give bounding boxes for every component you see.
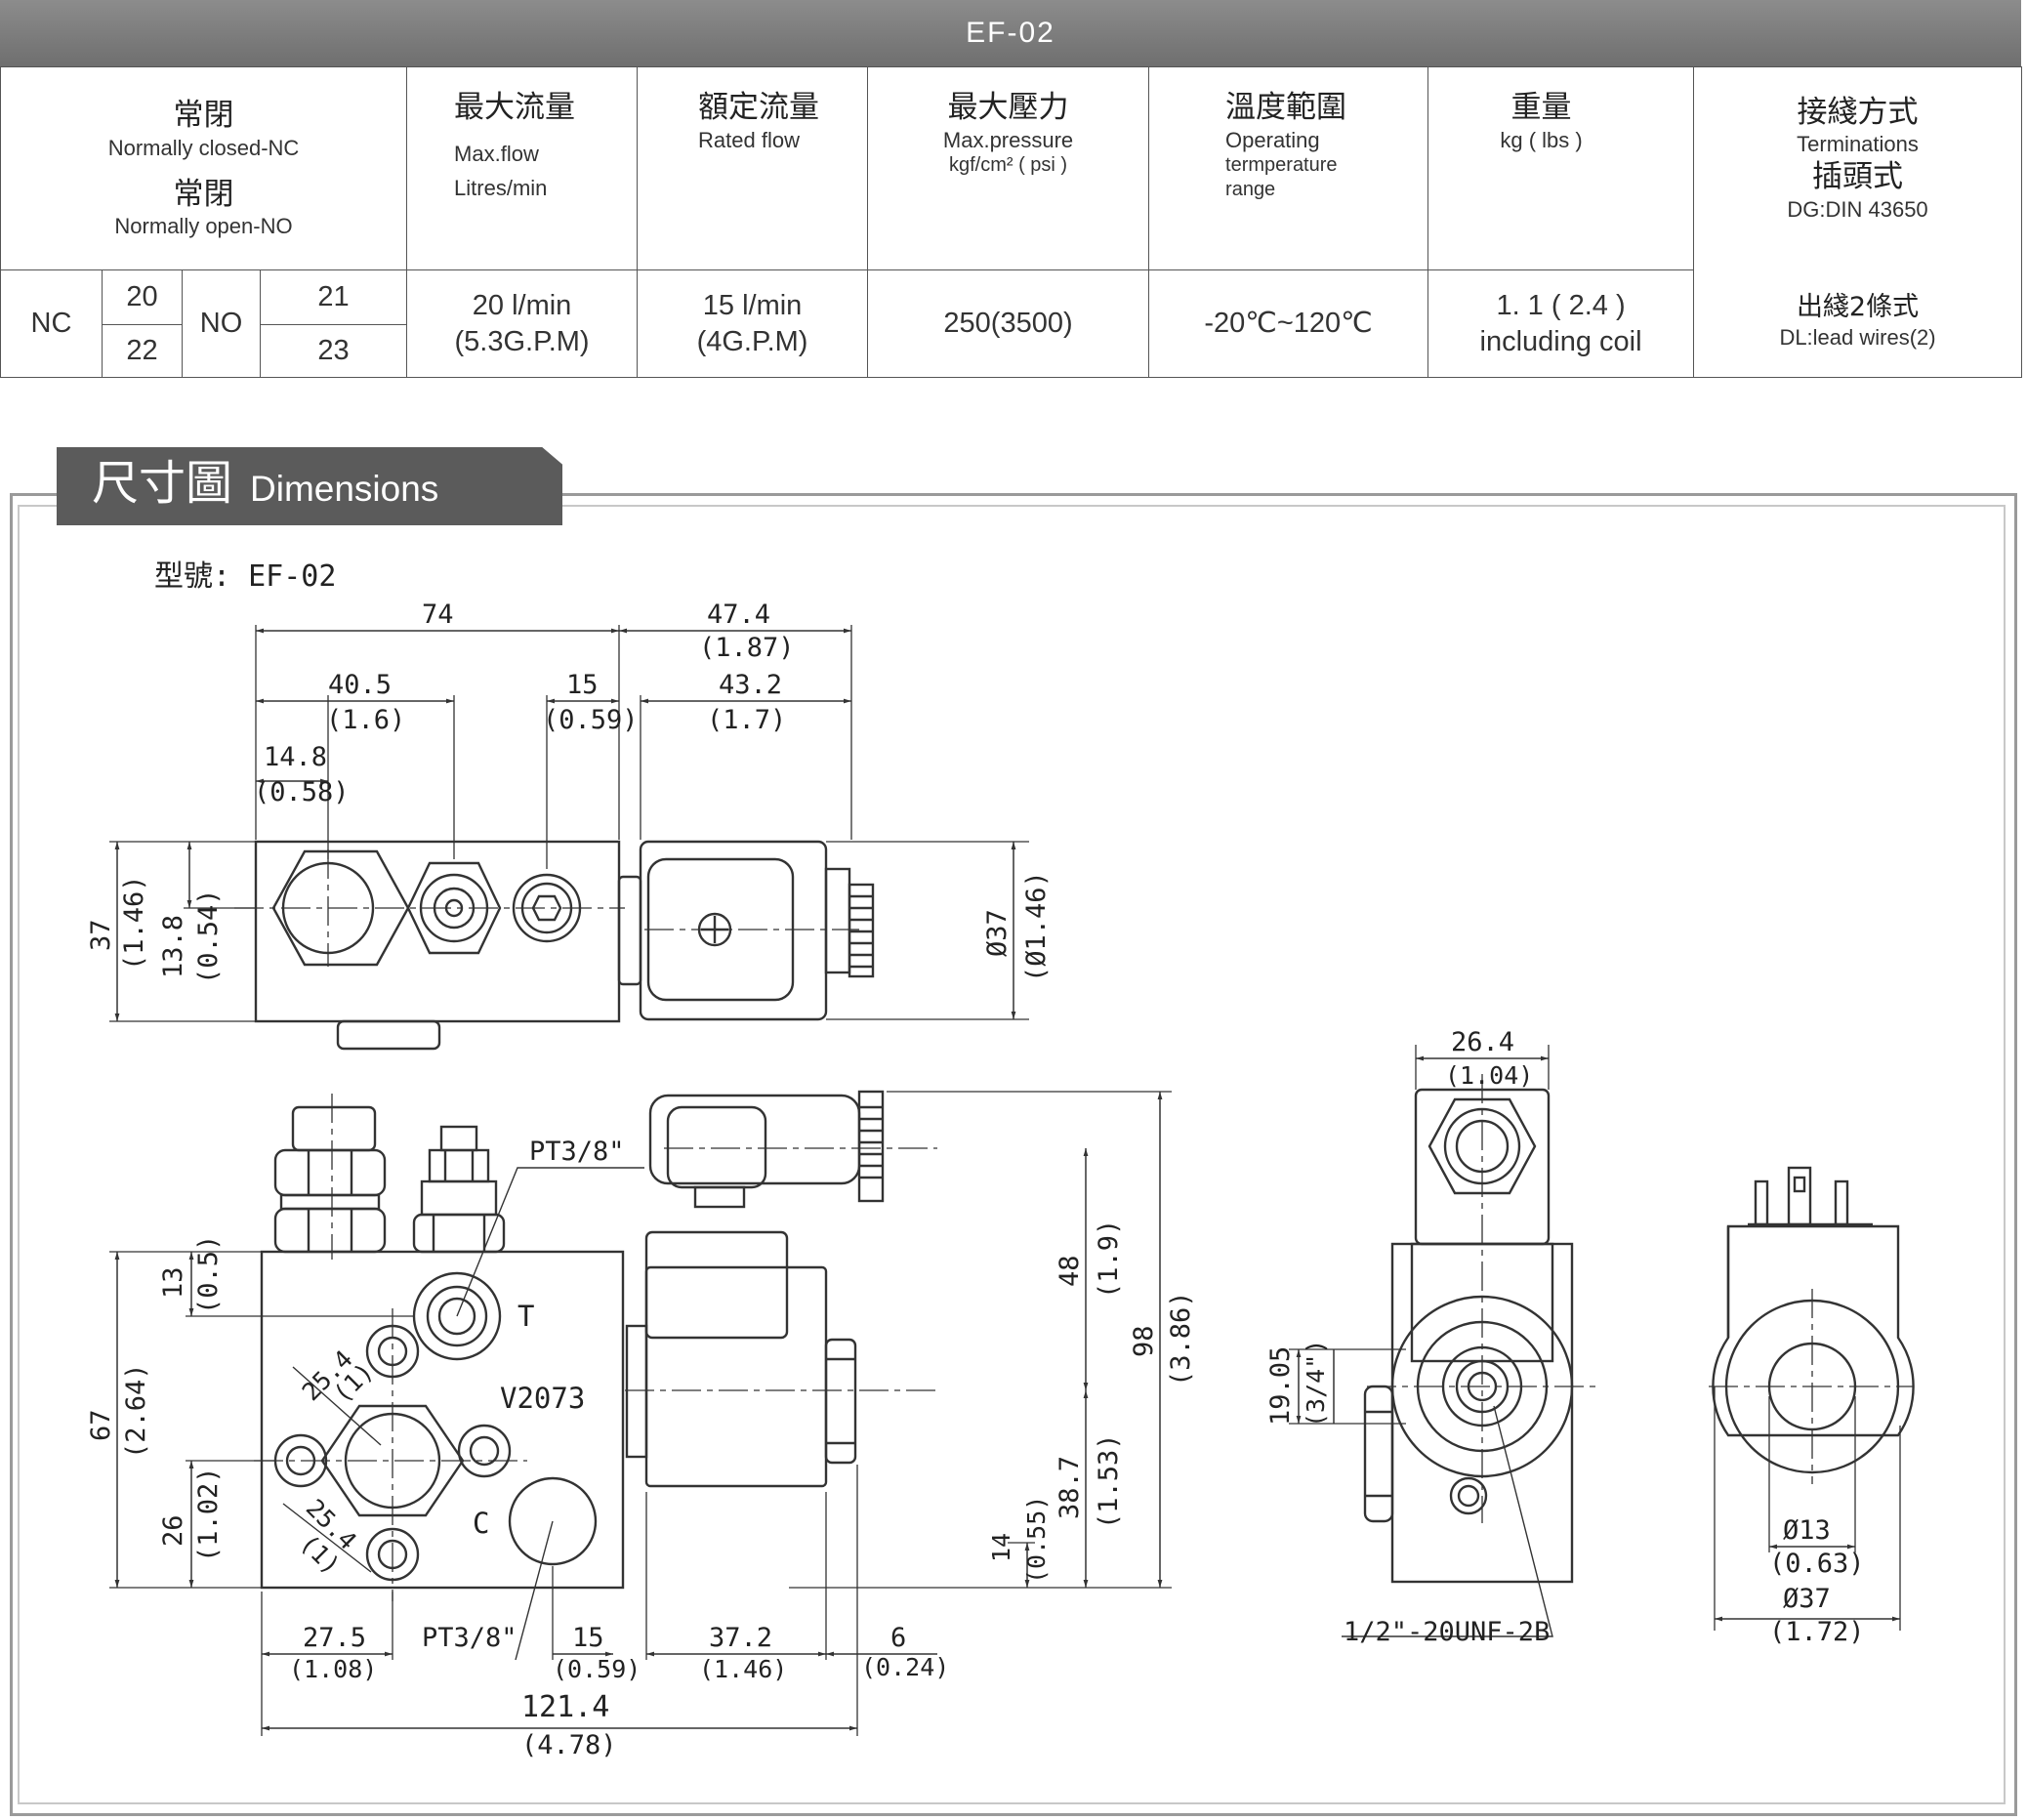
dim-14: 14	[987, 1533, 1015, 1562]
cell-rated-value: 15 l/min (4G.P.M)	[637, 269, 869, 378]
dim-dia-1-46: (Ø1.46)	[1021, 871, 1052, 982]
top-view-bottom-nut	[336, 1019, 441, 1051]
dim-1-04: (1.04)	[1445, 1061, 1533, 1090]
dim-dia-37: Ø37	[982, 909, 1013, 957]
dim-19-05: 19.05	[1265, 1346, 1296, 1426]
front-view-port-c	[508, 1476, 598, 1566]
coil-view-labels: Ø13 (0.63) Ø37 (1.72)	[1769, 1515, 1865, 1647]
label-unf-thread: 1/2"-20UNF-2B	[1344, 1617, 1550, 1647]
dim-1-08: (1.08)	[289, 1655, 377, 1683]
dim-121-4: 121.4	[521, 1690, 609, 1724]
dim-6: 6	[890, 1623, 906, 1653]
dim-1-6: (1.6)	[326, 705, 405, 735]
dim-1-02: (1.02)	[193, 1467, 224, 1562]
top-view-hex-valve	[406, 861, 502, 955]
dim-37-2: 37.2	[709, 1623, 772, 1653]
product-title: EF-02	[966, 17, 1055, 49]
dim-0-58: (0.58)	[254, 777, 350, 807]
cell-no-23: 23	[259, 324, 408, 378]
front-view-labels: PT3/8" T V2073 C 25.4 (1) 25.4 (1) 13 (0…	[86, 1137, 1196, 1760]
dim-1-46-bottom: (1.46)	[699, 1655, 787, 1683]
dim-15-top: 15	[566, 670, 599, 700]
label-pt38-bottom: PT3/8"	[422, 1623, 517, 1653]
dim-74: 74	[422, 600, 454, 630]
dim-0-59-top: (0.59)	[543, 705, 639, 735]
cell-temperature-value: -20℃~120℃	[1148, 269, 1429, 378]
side-view	[1289, 1045, 1601, 1637]
front-view-coil-mount	[625, 1324, 648, 1459]
cell-weight-value: 1. 1 ( 2.4 ) including coil	[1427, 269, 1695, 378]
front-view-bolt-right	[457, 1424, 512, 1478]
dim-98: 98	[1129, 1325, 1159, 1357]
dim-1-53: (1.53)	[1094, 1433, 1124, 1529]
coil-view	[1709, 1166, 1915, 1631]
dim-40-5: 40.5	[328, 670, 392, 700]
dim-14-8: 14.8	[264, 742, 327, 772]
dim-2-64: (2.64)	[121, 1363, 151, 1459]
side-view-labels: 26.4 (1.04) 19.05 (3/4") 1/2"-20UNF-2B	[1265, 1027, 1550, 1647]
cell-nc: NC	[0, 269, 103, 378]
top-view-labels: 74 47.4 (1.87) 40.5 (1.6) 15 (0.59) 43.2…	[86, 600, 1052, 984]
header-cell-weight: 重量 kg ( lbs )	[1427, 66, 1695, 270]
dim-1-87: (1.87)	[699, 633, 795, 663]
dim-1-72: (1.72)	[1769, 1617, 1865, 1647]
dim-3-4-inch: (3/4")	[1302, 1340, 1330, 1427]
dim-15-bottom: 15	[572, 1623, 604, 1653]
dim-1-46: (1.46)	[119, 875, 149, 971]
model-label: 型號: EF-02	[154, 559, 336, 594]
label-v2073: V2073	[500, 1382, 585, 1415]
spec-table: 常閉 Normally closed-NC 常閉 Normally open-N…	[0, 66, 2023, 378]
top-view	[109, 625, 1029, 1051]
label-port-c: C	[473, 1507, 489, 1540]
dim-0-5: (0.5)	[193, 1235, 224, 1314]
dim-0-63: (0.63)	[1769, 1549, 1865, 1579]
dim-13: 13	[158, 1266, 188, 1299]
dim-48: 48	[1055, 1255, 1085, 1287]
coil-view-body	[1712, 1224, 1915, 1437]
dim-27-5: 27.5	[303, 1623, 366, 1653]
front-view	[109, 1090, 1172, 1736]
product-title-bar: EF-02	[0, 0, 2021, 66]
cell-maxflow-value: 20 l/min (5.3G.P.M)	[406, 269, 639, 378]
dim-0-54: (0.54)	[193, 889, 224, 984]
dim-47-4: 47.4	[707, 600, 770, 630]
cell-pressure-value: 250(3500)	[867, 269, 1150, 378]
banner-title-zh: 尺寸圖	[92, 456, 233, 511]
dim-38-7: 38.7	[1055, 1456, 1085, 1519]
dim-26: 26	[158, 1514, 188, 1547]
header-cell-rated: 額定流量 Rated flow	[637, 66, 869, 270]
dim-0-59-bottom: (0.59)	[553, 1655, 641, 1683]
dimensions-banner: 尺寸圖 Dimensions	[57, 447, 562, 525]
dim-37: 37	[86, 919, 116, 951]
cell-nc-20: 20	[102, 269, 183, 325]
dim-13-8: 13.8	[158, 915, 188, 978]
label-port-t: T	[517, 1300, 534, 1333]
cell-nc-22: 22	[102, 324, 183, 378]
dim-4-78: (4.78)	[521, 1730, 617, 1760]
terminations-cell: 接綫方式 Terminations 插頭式 DG:DIN 43650 出綫2條式…	[1693, 66, 2023, 378]
front-view-fitting-top	[291, 1105, 377, 1152]
dim-1-7: (1.7)	[707, 705, 786, 735]
dimensions-frame-inner	[18, 505, 2006, 1804]
header-cell-temperature: 溫度範圍 Operating termperature range	[1148, 66, 1429, 270]
top-view-coil	[639, 840, 828, 1021]
cell-no-21: 21	[259, 269, 408, 325]
top-view-body	[254, 840, 621, 1023]
dimensions-frame	[10, 493, 2017, 1816]
header-cell-type: 常閉 Normally closed-NC 常閉 Normally open-N…	[0, 66, 408, 270]
dim-67: 67	[86, 1409, 116, 1441]
dim-3-86: (3.86)	[1166, 1291, 1196, 1386]
dim-0-24: (0.24)	[861, 1653, 949, 1681]
dim-0-55: (0.55)	[1022, 1496, 1051, 1584]
label-pt38-top: PT3/8"	[529, 1137, 625, 1167]
dim-dia-37b: Ø37	[1783, 1584, 1831, 1614]
dim-26-4: 26.4	[1451, 1027, 1514, 1057]
banner-title-en: Dimensions	[250, 469, 439, 509]
dim-dia-13: Ø13	[1783, 1515, 1831, 1546]
dim-43-2: 43.2	[719, 670, 782, 700]
dim-1-9: (1.9)	[1094, 1220, 1124, 1299]
coil-view-terminal	[1787, 1166, 1812, 1226]
front-view-coil	[644, 1265, 828, 1488]
